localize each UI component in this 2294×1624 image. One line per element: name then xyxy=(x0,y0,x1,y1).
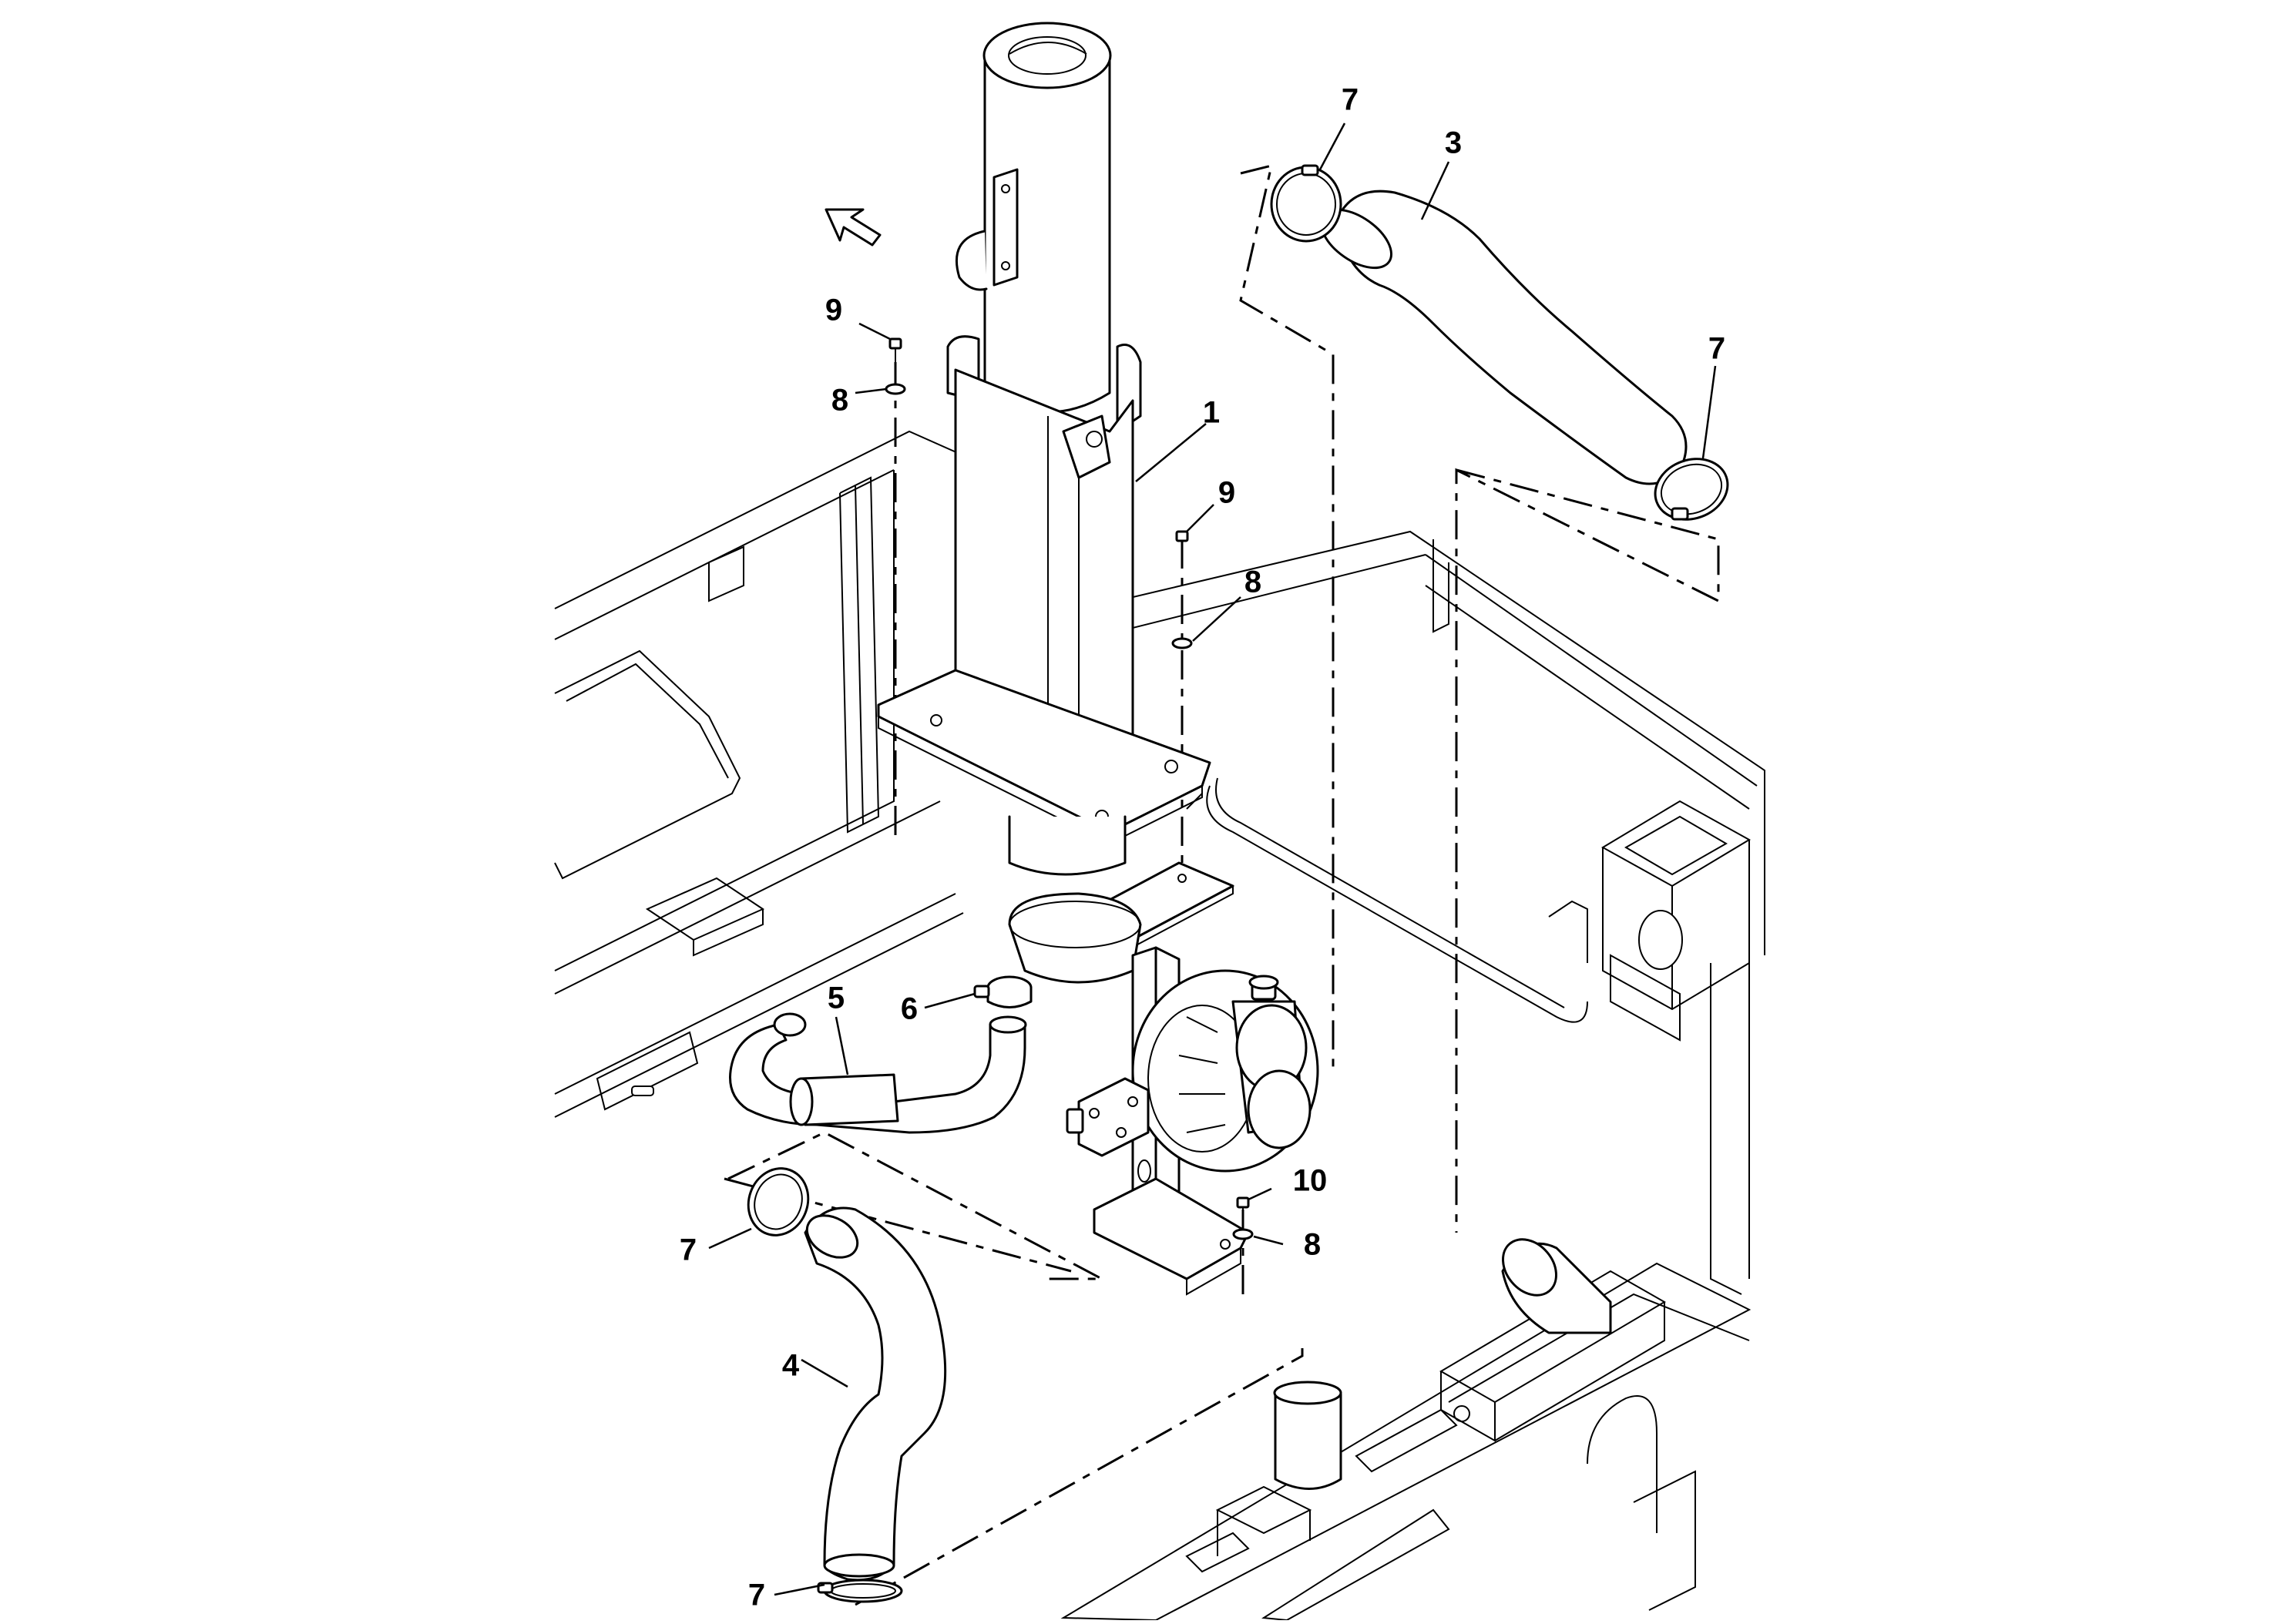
callout-7-top: 7 xyxy=(1342,83,1359,117)
callout-8-right: 8 xyxy=(1244,565,1261,599)
callout-4: 4 xyxy=(782,1349,800,1383)
intake-elbow xyxy=(1501,1238,1612,1334)
callout-3: 3 xyxy=(1445,126,1462,160)
callout-8-left: 8 xyxy=(831,384,848,418)
callout-7-left: 7 xyxy=(680,1233,697,1267)
upper-hose-clamp-top xyxy=(1270,164,1342,243)
connecting-hose xyxy=(729,1012,1027,1134)
lower-cylinder xyxy=(1273,1381,1342,1490)
upper-hose-clamp-bottom xyxy=(1654,458,1729,521)
callout-10: 10 xyxy=(1293,1164,1328,1198)
upper-hose xyxy=(1319,190,1688,485)
callout-labels: 1 3 4 5 6 7 7 7 7 8 8 8 9 9 10 xyxy=(680,83,1725,1612)
hose-clamp-small xyxy=(973,975,1033,1008)
forward-direction-arrow xyxy=(825,208,882,247)
callout-leaders xyxy=(708,122,1717,1596)
support-bracket-and-fan xyxy=(1008,861,1319,1296)
lower-hose-clamp-top xyxy=(747,1167,810,1236)
callout-7-bottom: 7 xyxy=(748,1579,765,1612)
callout-1: 1 xyxy=(1203,396,1220,430)
air-cleaner-tower xyxy=(877,22,1211,876)
callout-9-right: 9 xyxy=(1218,476,1235,510)
callout-5: 5 xyxy=(828,981,845,1015)
lower-hose-clamp-bottom xyxy=(817,1579,903,1603)
lower-elbow-hose xyxy=(804,1206,947,1582)
assembly-dashed-lines xyxy=(724,163,1720,1606)
callout-8-lower: 8 xyxy=(1304,1228,1321,1262)
callout-9-left: 9 xyxy=(825,294,842,327)
callout-7-right: 7 xyxy=(1708,332,1725,366)
fasteners xyxy=(885,337,1254,1240)
callout-6: 6 xyxy=(901,992,918,1026)
